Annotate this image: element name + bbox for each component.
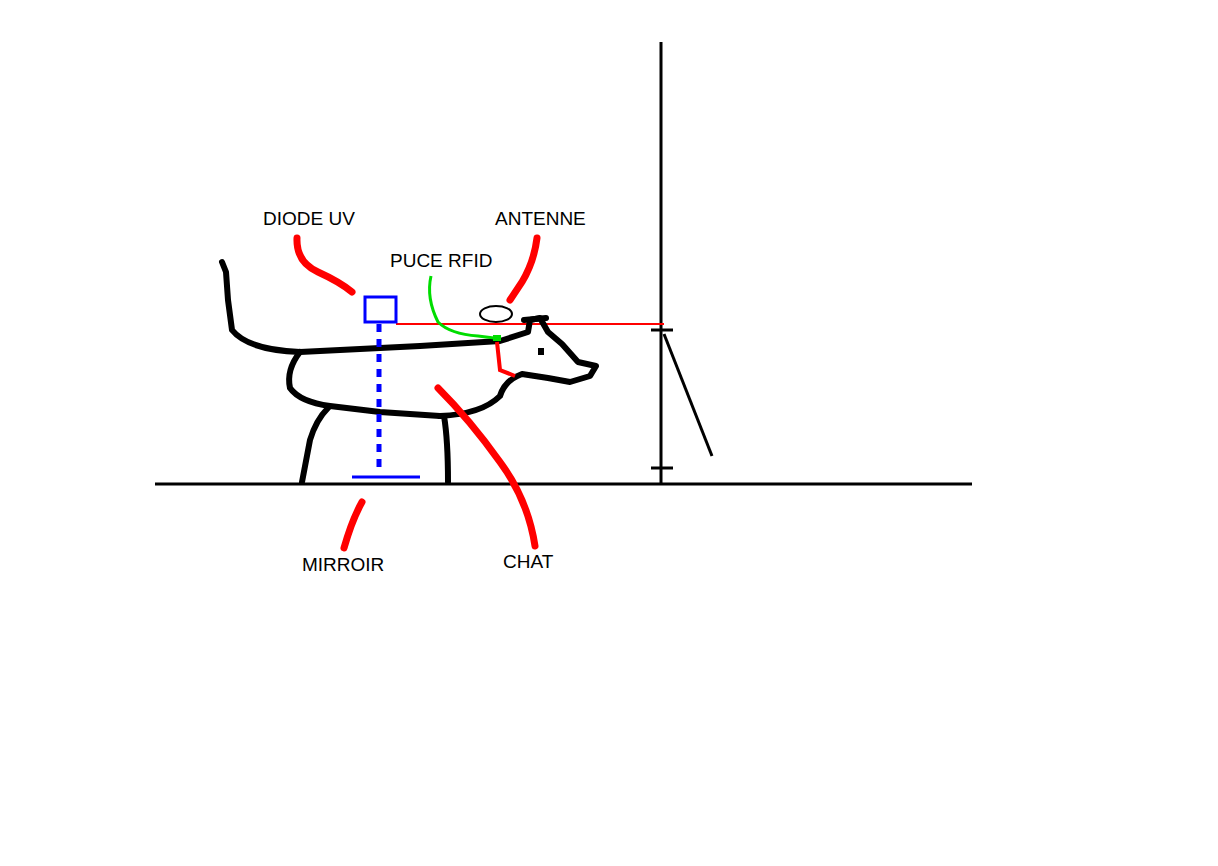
part-label: CHAT <box>503 552 553 573</box>
collar <box>497 342 515 376</box>
part-label: DIODE UV <box>263 209 355 230</box>
cat-figure <box>222 262 596 482</box>
support-leg <box>664 334 712 456</box>
post <box>660 42 663 484</box>
uv-ray <box>377 324 382 470</box>
cat-eye <box>538 348 544 355</box>
tick <box>651 329 673 332</box>
part-label: ANTENNE <box>495 209 586 230</box>
part-label: PUCE RFID <box>390 251 492 272</box>
uv-diode <box>365 297 396 322</box>
rfid-chip <box>493 335 501 341</box>
antenna <box>480 306 512 322</box>
leader-lines <box>297 238 537 548</box>
ground-line <box>155 483 972 486</box>
leader-line <box>430 276 494 338</box>
mirror <box>352 476 420 479</box>
part-label: MIRROIR <box>302 555 384 576</box>
tick <box>651 467 673 470</box>
